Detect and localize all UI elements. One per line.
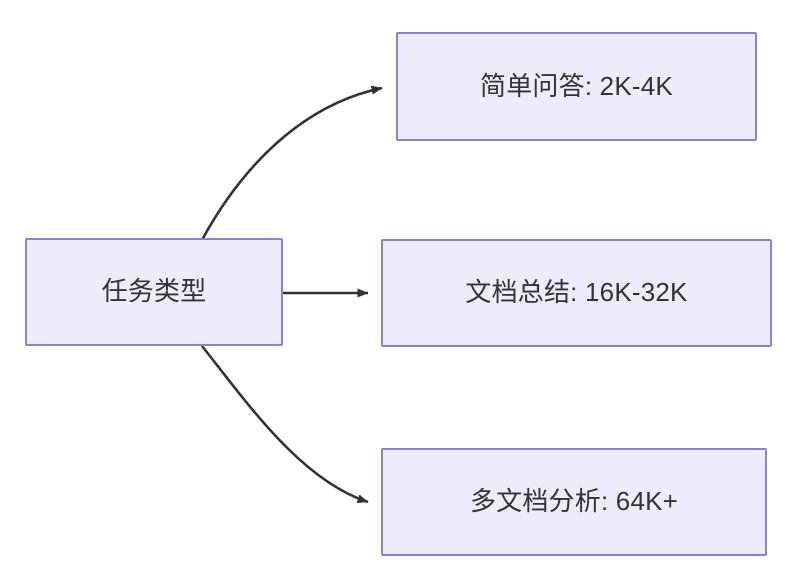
node-multi-doc-label: 多文档分析: 64K+ xyxy=(469,486,679,517)
node-simple-qa-label: 简单问答: 2K-4K xyxy=(480,70,673,101)
node-doc-summary-label: 文档总结: 16K-32K xyxy=(465,277,688,308)
node-task-type[interactable]: 任务类型 xyxy=(25,238,283,346)
node-multi-doc[interactable]: 多文档分析: 64K+ xyxy=(381,448,767,556)
edge-to-multi-doc xyxy=(200,345,369,504)
edge-to-simple-qa xyxy=(200,85,383,241)
node-task-type-label: 任务类型 xyxy=(101,276,207,307)
node-simple-qa[interactable]: 简单问答: 2K-4K xyxy=(396,32,757,141)
node-doc-summary[interactable]: 文档总结: 16K-32K xyxy=(381,239,772,347)
